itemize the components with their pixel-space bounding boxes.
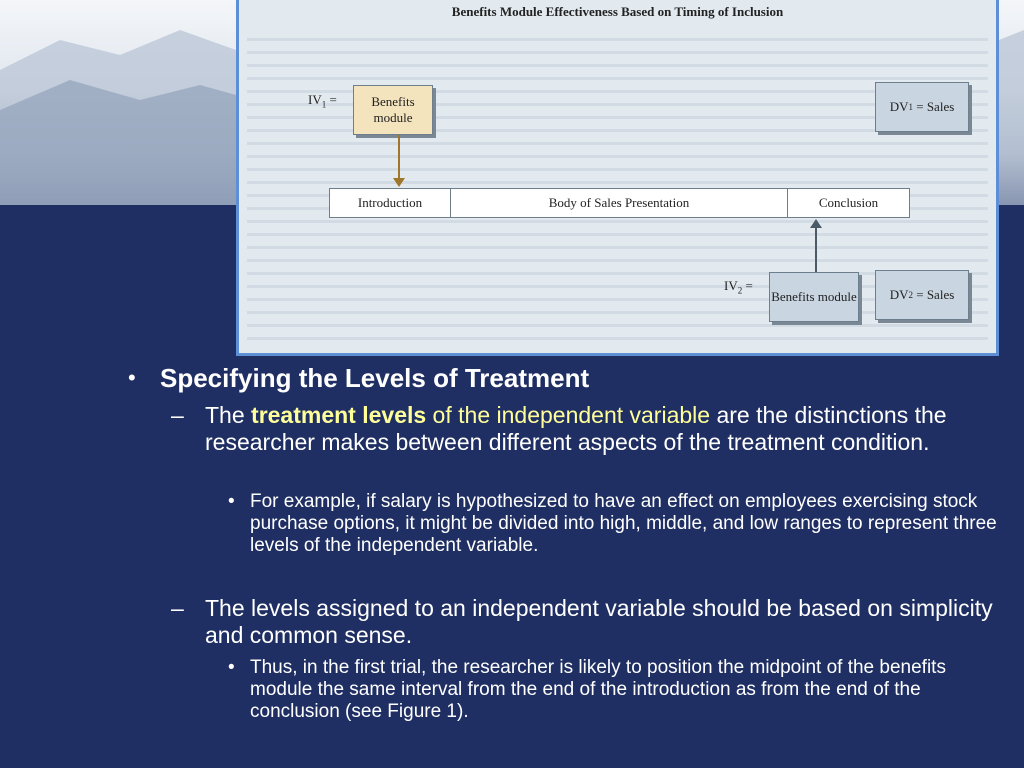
benefits-module-box-1: Benefits module xyxy=(353,85,433,135)
iv2-label: IV2 = xyxy=(724,278,753,296)
dash-marker: – xyxy=(171,595,184,621)
section-introduction: Introduction xyxy=(329,188,451,218)
sub-bullet-levels-assigned: – The levels assigned to an independent … xyxy=(171,595,993,648)
iv1-arrow-line xyxy=(398,135,400,182)
figure-title: Benefits Module Effectiveness Based on T… xyxy=(451,4,784,19)
bullet-dot: • xyxy=(228,491,235,512)
figure-panel: Benefits Module Effectiveness Based on T… xyxy=(236,0,999,356)
section-conclusion: Conclusion xyxy=(787,188,910,218)
highlight-phrase: of the independent variable xyxy=(426,402,711,428)
sub-bullet-treatment-levels: – The treatment levels of the independen… xyxy=(171,402,947,455)
iv1-arrow-head xyxy=(393,178,405,187)
benefits-module-box-2: Benefits module xyxy=(769,272,859,322)
iv1-label: IV1 = xyxy=(308,92,337,110)
example-salary: • For example, if salary is hypothesized… xyxy=(228,491,997,556)
bullet-dot: • xyxy=(128,365,136,390)
bullet-heading: • Specifying the Levels of Treatment xyxy=(128,363,590,393)
highlight-term: treatment levels xyxy=(251,402,427,428)
iv2-arrow-head xyxy=(810,219,822,228)
section-body-of-sales-presentation: Body of Sales Presentation xyxy=(450,188,788,218)
bullet-dot: • xyxy=(228,657,235,678)
dash-marker: – xyxy=(171,402,184,428)
iv2-arrow-line xyxy=(815,227,817,272)
example-first-trial: • Thus, in the first trial, the research… xyxy=(228,657,946,722)
background-area-chart xyxy=(0,30,1024,205)
